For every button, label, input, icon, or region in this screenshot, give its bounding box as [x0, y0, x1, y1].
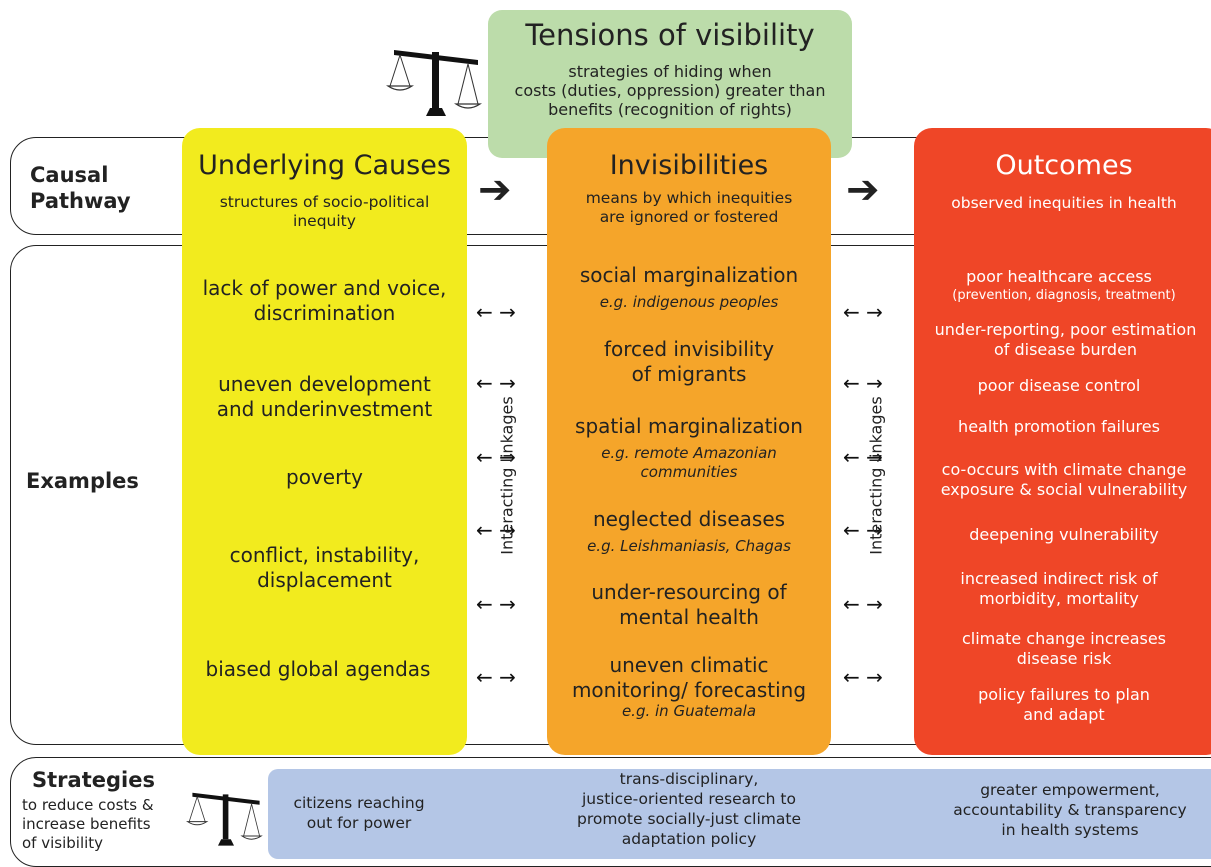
strategies-title: Strategies: [32, 768, 155, 792]
strategies-subtitle: to reduce costs & increase benefits of v…: [22, 796, 154, 852]
outcome-example: co-occurs with climate change exposure &…: [940, 460, 1188, 499]
invisibility-example-eg: e.g. indigenous peoples: [599, 293, 779, 311]
linkage-arrow: ← →: [476, 445, 516, 469]
linkage-arrow: ← →: [843, 665, 883, 689]
strategies-band: [268, 769, 1211, 859]
outcomes-title: Outcomes: [995, 150, 1133, 181]
balance-scale-icon: [186, 792, 263, 846]
strategy-item: trans-disciplinary, justice-oriented res…: [576, 770, 802, 848]
causal-pathway-label: Causal Pathway: [30, 163, 131, 213]
cause-example: biased global agendas: [205, 657, 431, 681]
strategy-item: greater empowerment, accountability & tr…: [953, 781, 1187, 839]
outcome-example: deepening vulnerability: [969, 525, 1159, 544]
cause-example: lack of power and voice, discrimination: [202, 276, 447, 325]
causes-title: Underlying Causes: [198, 150, 451, 181]
outcome-example-detail: (prevention, diagnosis, treatment): [952, 288, 1176, 303]
invisibilities-title: Invisibilities: [609, 150, 769, 181]
invisibility-example-eg: e.g. remote Amazonian communities: [601, 444, 777, 481]
tensions-title: Tensions of visibility: [525, 18, 815, 52]
outcomes-subtitle: observed inequities in health: [951, 194, 1177, 212]
invisibility-example: under-resourcing of mental health: [591, 580, 787, 629]
invisibility-example: social marginalization: [579, 263, 799, 287]
linkage-arrow: ← →: [843, 592, 883, 616]
linkage-arrow: ← →: [476, 371, 516, 395]
linkage-arrow: ← →: [843, 300, 883, 324]
linkage-arrow: ← →: [843, 445, 883, 469]
interacting-linkages-label: Interacting linkages: [866, 396, 886, 555]
flow-arrow-2: ➔: [846, 167, 880, 213]
linkage-arrow: ← →: [476, 665, 516, 689]
linkage-arrow: ← →: [843, 518, 883, 542]
outcome-example: health promotion failures: [958, 417, 1160, 436]
outcome-example: poor disease control: [977, 376, 1141, 395]
strategy-item: citizens reaching out for power: [293, 794, 425, 832]
invisibility-example: spatial marginalization: [575, 414, 803, 438]
outcome-example: climate change increases disease risk: [961, 629, 1167, 668]
cause-example: uneven development and underinvestment: [216, 372, 433, 421]
outcome-example: poor healthcare access: [966, 267, 1152, 286]
invisibility-example-eg: e.g. Leishmaniasis, Chagas: [587, 537, 791, 555]
linkage-arrow: ← →: [476, 592, 516, 616]
cause-example: conflict, instability, displacement: [229, 543, 420, 592]
linkage-arrow: ← →: [843, 371, 883, 395]
linkage-arrow: ← →: [476, 300, 516, 324]
cause-example: poverty: [286, 465, 363, 489]
outcome-example: policy failures to plan and adapt: [978, 685, 1150, 724]
flow-arrow-1: ➔: [478, 167, 512, 213]
invisibilities-column: [547, 128, 831, 755]
invisibility-example: uneven climatic monitoring/ forecasting: [571, 653, 807, 702]
tensions-text: strategies of hiding when costs (duties,…: [514, 62, 826, 119]
interacting-linkages-label: Interacting linkages: [497, 396, 517, 555]
invisibilities-subtitle: means by which inequities are ignored or…: [585, 189, 793, 226]
invisibility-example-eg: e.g. in Guatemala: [621, 702, 757, 720]
invisibility-example: forced invisibility of migrants: [603, 337, 775, 386]
invisibility-example: neglected diseases: [592, 507, 786, 531]
examples-label: Examples: [26, 469, 139, 493]
causes-subtitle: structures of socio-political inequity: [219, 193, 430, 230]
balance-scale-icon: [386, 50, 482, 116]
outcome-example: increased indirect risk of morbidity, mo…: [960, 569, 1158, 608]
outcome-example: under-reporting, poor estimation of dise…: [934, 320, 1197, 359]
causes-column: [182, 128, 467, 755]
linkage-arrow: ← →: [476, 518, 516, 542]
outcomes-column: [914, 128, 1211, 755]
